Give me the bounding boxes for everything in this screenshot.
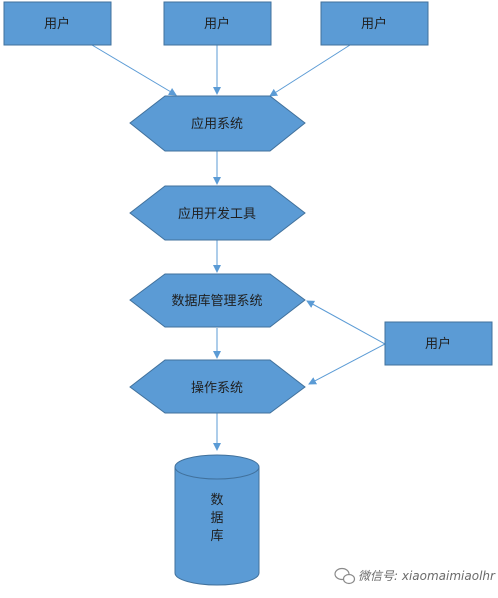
app-system-label: 应用系统 (191, 116, 243, 132)
user-box-top-mid: 用户 (163, 1, 272, 46)
watermark-text: 微信号: xiaomaimiaolhr (358, 569, 496, 583)
os-label: 操作系统 (191, 380, 243, 396)
hex-app-system: 应用系统 (129, 95, 306, 152)
arrow-user-right-to-app (269, 44, 351, 97)
arrow-user-right-to-dbms (306, 300, 386, 345)
user-label: 用户 (361, 16, 387, 32)
watermark: 微信号: xiaomaimiaolhr (334, 567, 496, 585)
dev-tools-label: 应用开发工具 (178, 206, 256, 222)
user-box-top-right: 用户 (320, 1, 429, 46)
hex-dev-tools: 应用开发工具 (129, 185, 306, 241)
user-label: 用户 (204, 16, 230, 32)
connectors (91, 44, 386, 451)
database-label-char-2: 据 (210, 511, 223, 526)
arrow-user-right-to-os (308, 343, 386, 385)
hex-os: 操作系统 (129, 359, 306, 414)
database-label-char-3: 库 (210, 528, 223, 544)
user-label: 用户 (425, 336, 451, 352)
user-box-right: 用户 (384, 321, 493, 366)
user-label: 用户 (44, 16, 70, 32)
dbms-label: 数据库管理系统 (171, 293, 262, 309)
hex-dbms: 数据库管理系统 (129, 273, 306, 328)
database-cylinder: 数 据 库 (174, 454, 260, 586)
database-label-char-1: 数 (210, 493, 223, 508)
wechat-icon (334, 567, 356, 585)
arrow-user-left-to-app (91, 44, 177, 96)
user-box-top-left: 用户 (3, 1, 112, 46)
